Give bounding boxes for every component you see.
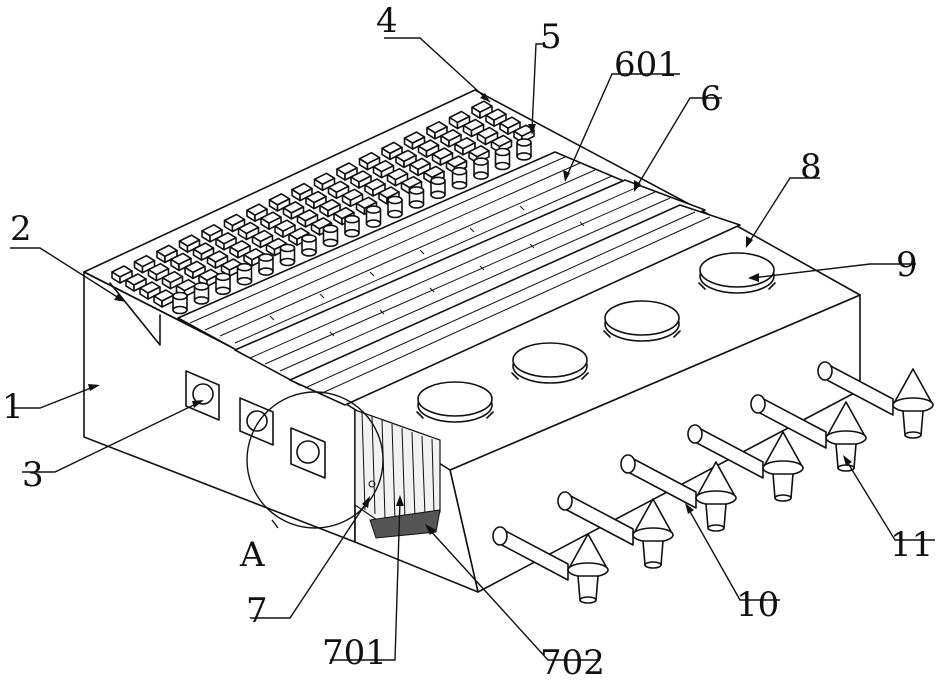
label-9: 9: [896, 245, 918, 285]
cylinder-knob: [410, 187, 424, 208]
label-1: 1: [2, 387, 24, 427]
cylinder-knob: [281, 245, 295, 266]
round-pad-1: [417, 382, 493, 422]
label-11: 11: [890, 525, 933, 565]
cylinder-knob: [517, 139, 531, 160]
label-7: 7: [246, 591, 268, 631]
label-5: 5: [540, 17, 562, 57]
label-A: A: [239, 535, 265, 575]
label-601: 601: [614, 45, 679, 85]
cylinder-knob: [259, 254, 273, 275]
cylinder-knob: [195, 283, 209, 304]
label-701: 701: [322, 633, 387, 673]
label-3: 3: [22, 455, 44, 495]
cylinder-knob: [216, 273, 230, 294]
cylinder-knob: [388, 197, 402, 218]
label-10: 10: [736, 585, 779, 625]
cylinder-knob: [302, 235, 316, 256]
cylinder-knob: [238, 264, 252, 285]
cylinder-knob: [431, 177, 445, 198]
cylinder-knob: [324, 225, 338, 246]
cylinder-knob: [453, 168, 467, 189]
round-pad-4: [699, 253, 775, 293]
cylinder-knob: [474, 158, 488, 179]
cylinder-knob: [496, 149, 510, 170]
round-pad-2: [512, 343, 588, 383]
cylinder-knob: [173, 293, 187, 314]
cylinder-knob: [367, 206, 381, 227]
label-8: 8: [800, 147, 822, 187]
cylinder-knob: [345, 216, 359, 237]
label-2: 2: [10, 209, 32, 249]
label-6: 6: [700, 79, 722, 119]
label-4: 4: [376, 1, 398, 41]
label-702: 702: [540, 643, 605, 683]
round-pad-3: [604, 301, 680, 341]
